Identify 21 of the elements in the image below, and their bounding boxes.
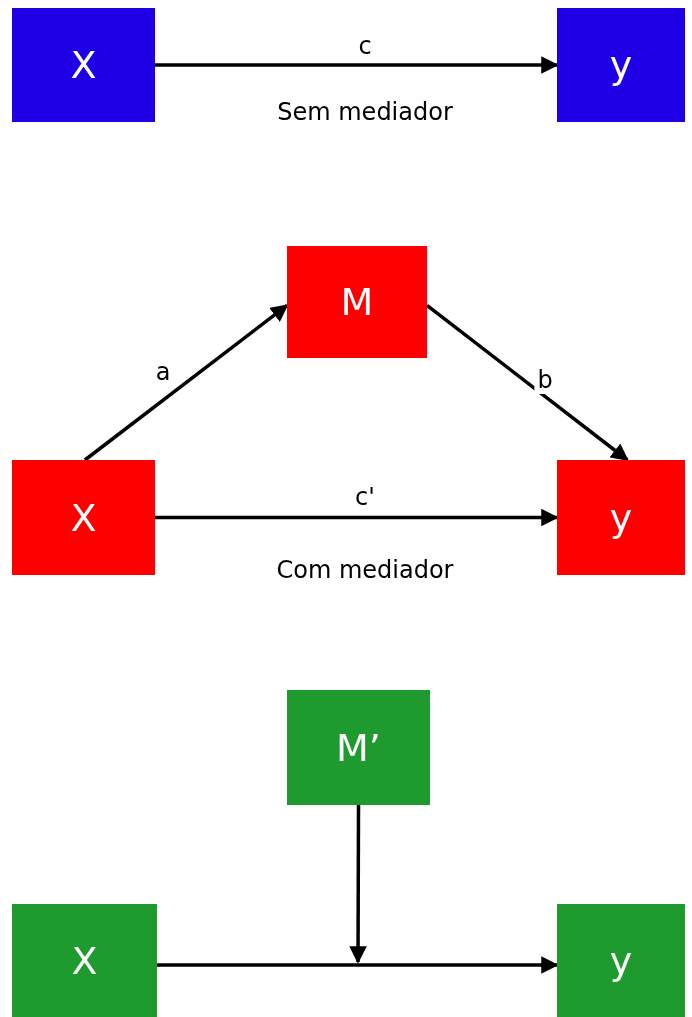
- variable-box: [557, 904, 685, 1017]
- arrow: [157, 956, 559, 974]
- variable-box: [557, 8, 685, 122]
- variable-name: X: [70, 495, 97, 540]
- variable-box: [12, 8, 155, 122]
- variable-box: [287, 246, 427, 358]
- variable-name: y: [609, 43, 633, 87]
- arrow: [349, 805, 367, 964]
- variable-name: y: [609, 938, 633, 983]
- variable-name: M’: [336, 725, 381, 770]
- variable-name: M: [340, 280, 374, 324]
- variable-box: [12, 460, 155, 575]
- variable-box: [287, 690, 430, 805]
- arrow: [83, 303, 289, 462]
- variable-name: X: [71, 938, 98, 983]
- variable-box: [12, 904, 157, 1017]
- arrow: [155, 56, 559, 74]
- variable-name: X: [70, 43, 97, 87]
- arrow: [155, 508, 559, 527]
- variable-box: [557, 460, 685, 575]
- variable-name: y: [609, 495, 633, 540]
